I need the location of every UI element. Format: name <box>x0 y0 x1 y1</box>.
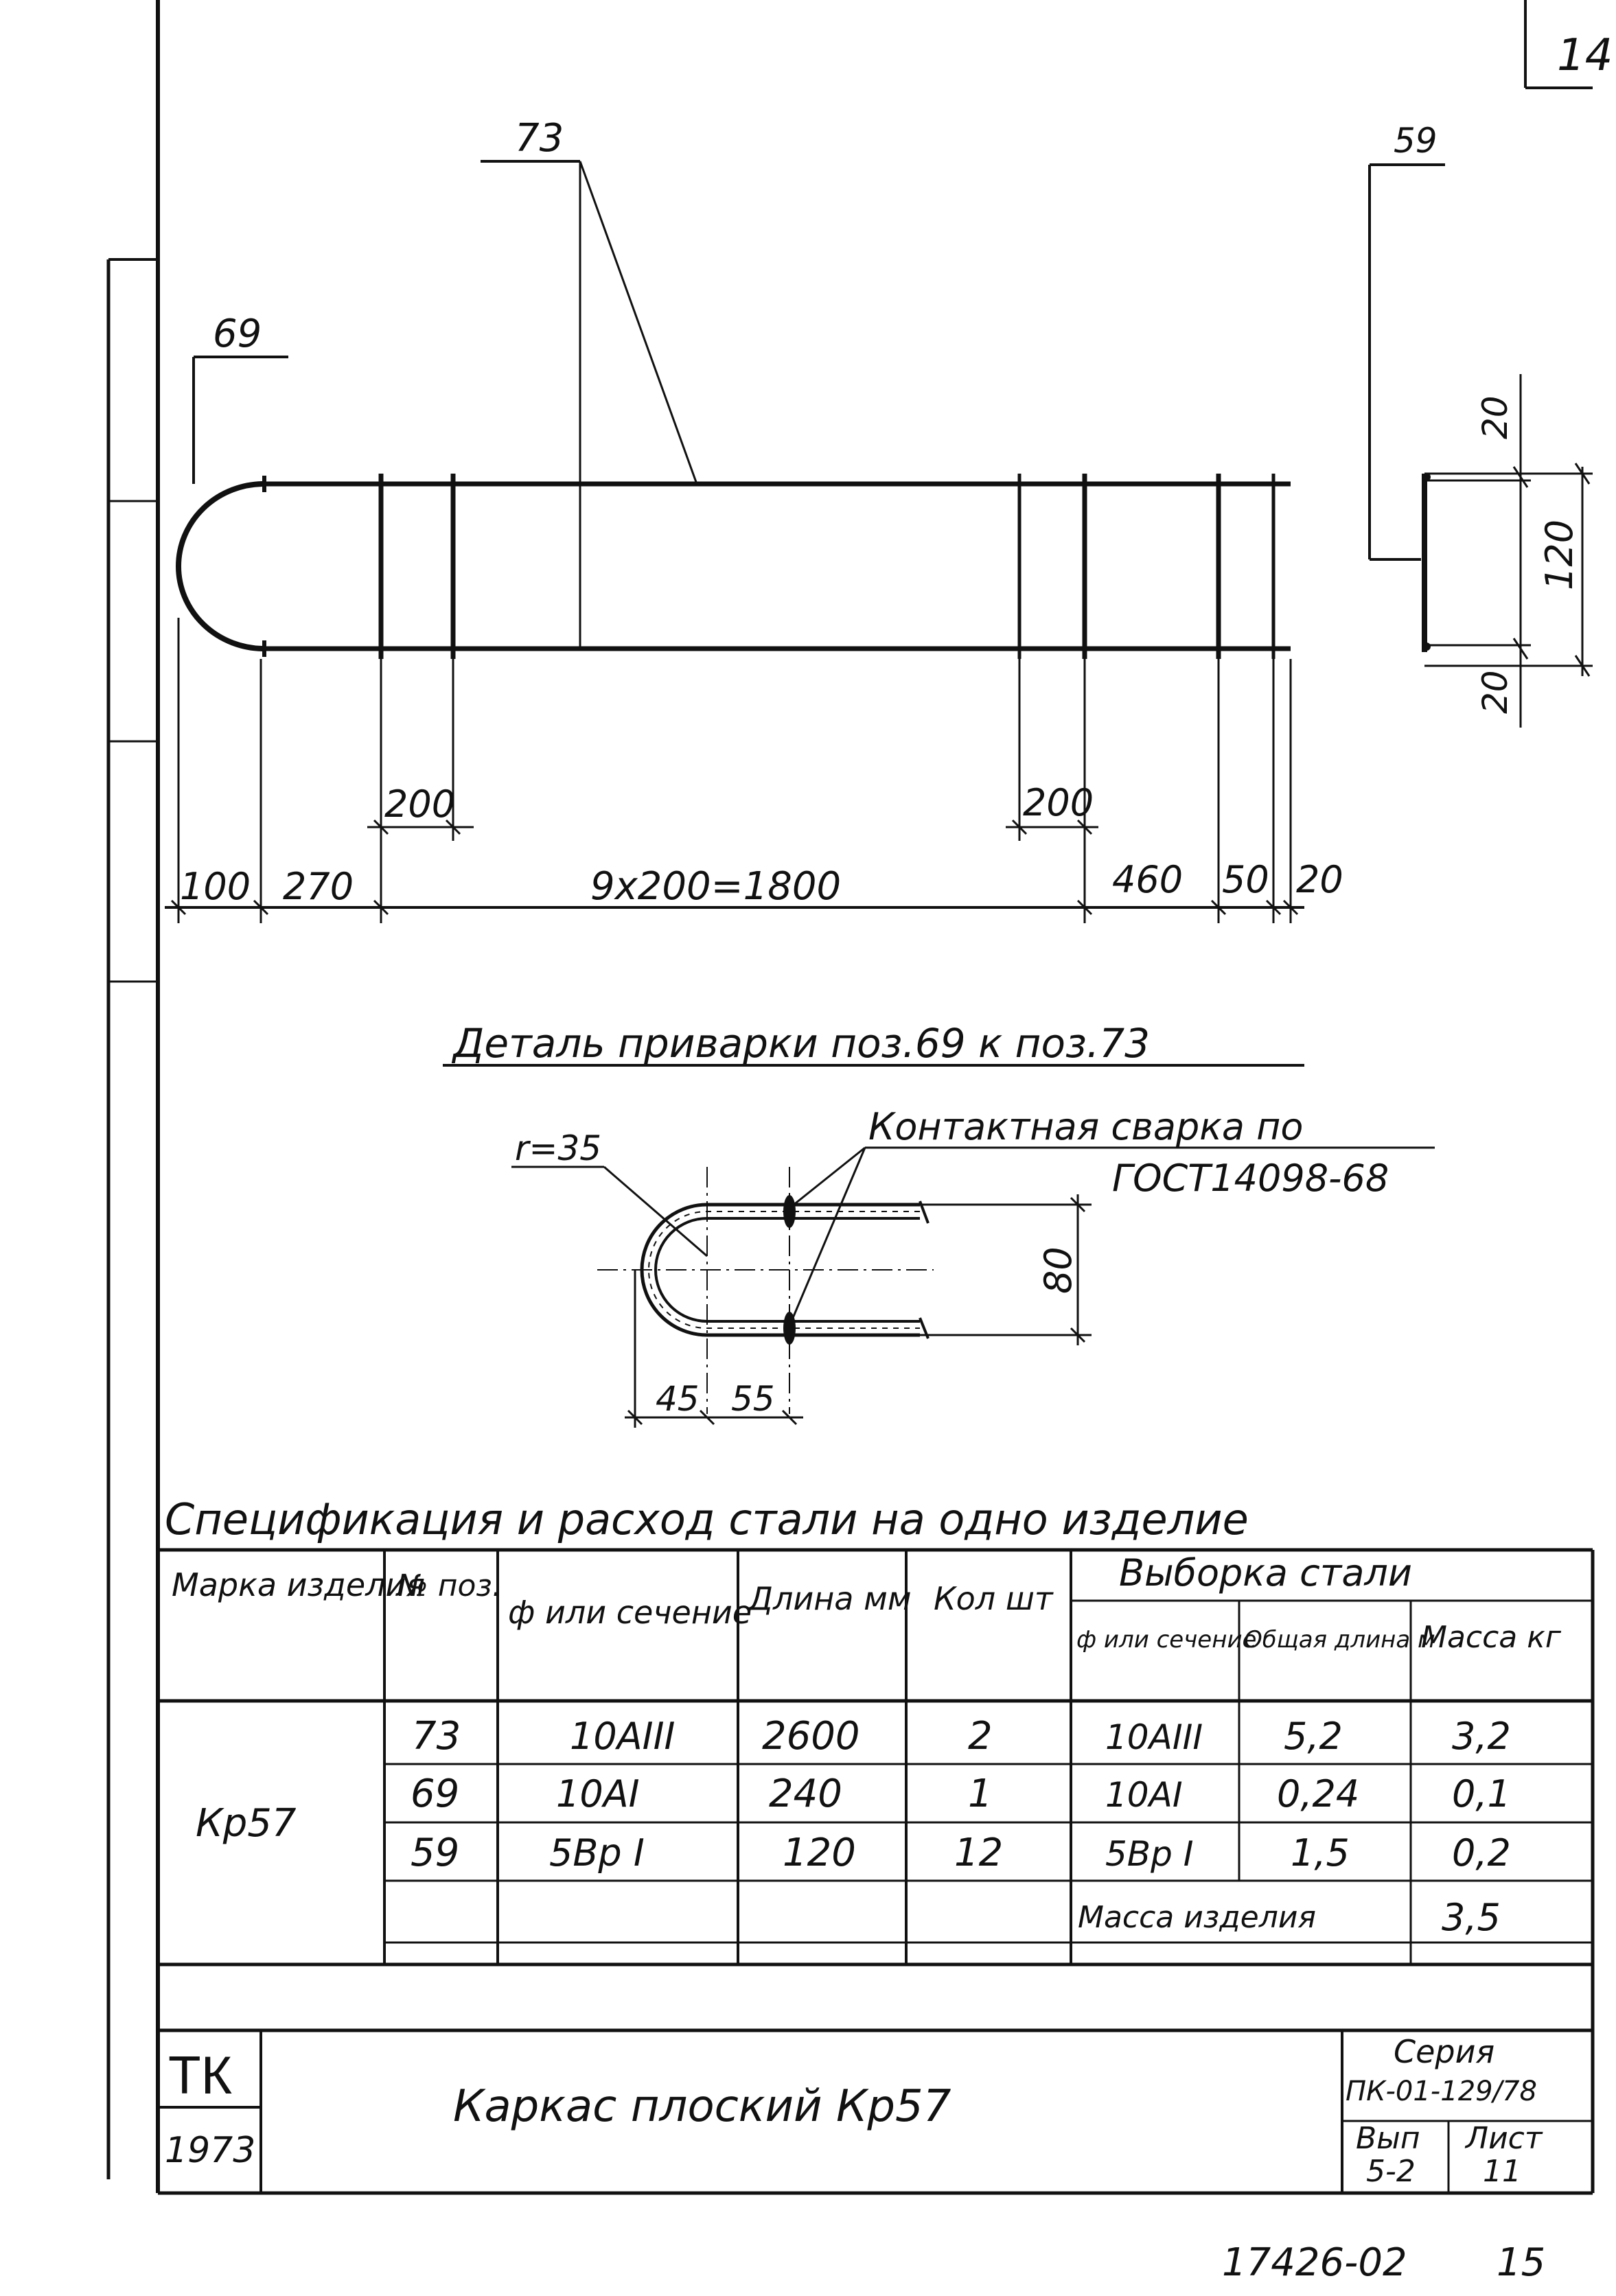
mass-total: 3,5 <box>1442 1896 1501 1939</box>
issue-value: 5-2 <box>1366 2154 1416 2189</box>
dim-55: 55 <box>731 1379 775 1419</box>
flat-frame-drawing: 69 73 59 200 200 <box>165 116 1445 923</box>
bottom-code: 17426-02 <box>1222 2240 1407 2285</box>
callout-69: 69 <box>213 312 262 356</box>
cell-total-len: 0,24 <box>1277 1772 1359 1816</box>
cell-pos: 59 <box>411 1831 459 1875</box>
mass-label: Масса изделия <box>1078 1900 1316 1935</box>
drawing-name: Каркас плоский Кр57 <box>453 2081 951 2132</box>
table-row: 59 5Bp I 120 12 5Bp I 1,5 0,2 <box>411 1831 1511 1875</box>
header-section: ф или сечение <box>508 1594 752 1631</box>
cell-mass: 0,1 <box>1452 1772 1511 1816</box>
sheet-frame <box>106 0 1593 2195</box>
cell-total-len: 5,2 <box>1284 1715 1343 1758</box>
table-row: 69 10AI 240 1 10AI 0,24 0,1 <box>411 1772 1511 1816</box>
header-sel-total: Общая длина м <box>1244 1626 1435 1654</box>
cell-length: 2600 <box>762 1714 860 1759</box>
spec-table: Спецификация и расход стали на одно изде… <box>158 1494 1595 2193</box>
sheet-number: 14 <box>1557 30 1613 81</box>
cell-section: 10AIII <box>570 1715 675 1758</box>
cell-qty: 12 <box>954 1831 1003 1875</box>
dim-270: 270 <box>283 865 354 908</box>
sheet-label: Лист <box>1464 2121 1543 2156</box>
header-selection: Выборка стали <box>1119 1551 1412 1595</box>
header-length: Длина мм <box>747 1580 912 1617</box>
spec-title: Спецификация и расход стали на одно изде… <box>165 1494 1249 1544</box>
cell-section: 5Bp I <box>549 1831 645 1875</box>
radius-label: r=35 <box>515 1128 601 1168</box>
series-label: Серия <box>1394 2033 1494 2070</box>
dim-45: 45 <box>656 1379 700 1419</box>
dim-side-bottom-20: 20 <box>1475 670 1515 714</box>
cell-pos: 69 <box>411 1772 459 1816</box>
year: 1973 <box>165 2130 255 2171</box>
weld-note-line2: ГОСТ14098-68 <box>1112 1157 1389 1200</box>
dim-80: 80 <box>1037 1246 1080 1294</box>
cell-sel-section: 10AIII <box>1105 1717 1203 1757</box>
issue-label: Вып <box>1356 2121 1420 2156</box>
cell-length: 120 <box>783 1831 856 1875</box>
cell-pos: 73 <box>412 1714 461 1759</box>
u-bar-69 <box>176 481 265 651</box>
side-view-drawing: 20 120 20 <box>1422 374 1593 728</box>
header-mark: Марка изделия <box>172 1566 425 1603</box>
callout-59: 59 <box>1394 121 1438 161</box>
org-code: ТК <box>168 2045 232 2105</box>
cell-mass: 0,2 <box>1452 1831 1511 1875</box>
header-pos: № поз. <box>395 1568 502 1603</box>
header-sel-section: ф или сечение <box>1076 1626 1256 1654</box>
dim-100: 100 <box>180 865 251 908</box>
cell-qty: 1 <box>968 1772 993 1816</box>
dim-1800: 9x200=1800 <box>590 864 841 909</box>
series-value: ПК-01-129/78 <box>1346 2076 1537 2107</box>
cell-qty: 2 <box>968 1714 993 1759</box>
dim-side-top-20: 20 <box>1475 395 1515 439</box>
callout-73: 73 <box>515 116 564 161</box>
header-qty: Кол шт <box>934 1580 1054 1617</box>
bottom-page: 15 <box>1497 2240 1545 2285</box>
mark-value: Кр57 <box>196 1801 297 1846</box>
weld-detail: Деталь приварки поз.69 к поз.73 Контактн… <box>443 1020 1435 1428</box>
dim-200-right: 200 <box>1023 781 1094 824</box>
cell-sel-section: 10AI <box>1105 1775 1183 1815</box>
cell-mass: 3,2 <box>1452 1715 1511 1758</box>
table-row: 73 10AIII 2600 2 10AIII 5,2 3,2 <box>412 1714 1511 1759</box>
weld-note-line1: Контактная сварка по <box>868 1105 1303 1148</box>
dim-side-120: 120 <box>1538 520 1581 590</box>
title-block: ТК 1973 Каркас плоский Кр57 Серия ПК-01-… <box>158 2030 1593 2193</box>
cell-length: 240 <box>769 1772 842 1816</box>
detail-title: Деталь приварки поз.69 к поз.73 <box>451 1020 1150 1067</box>
dim-460: 460 <box>1112 858 1183 901</box>
cell-sel-section: 5Bp I <box>1105 1834 1194 1874</box>
dim-50: 50 <box>1222 858 1269 901</box>
cell-total-len: 1,5 <box>1291 1831 1350 1875</box>
sheet-value: 11 <box>1483 2154 1521 2189</box>
dim-200-left: 200 <box>384 782 455 826</box>
header-sel-mass: Масса кг <box>1421 1620 1562 1655</box>
cell-section: 10AI <box>556 1772 640 1816</box>
dim-20: 20 <box>1296 858 1343 901</box>
